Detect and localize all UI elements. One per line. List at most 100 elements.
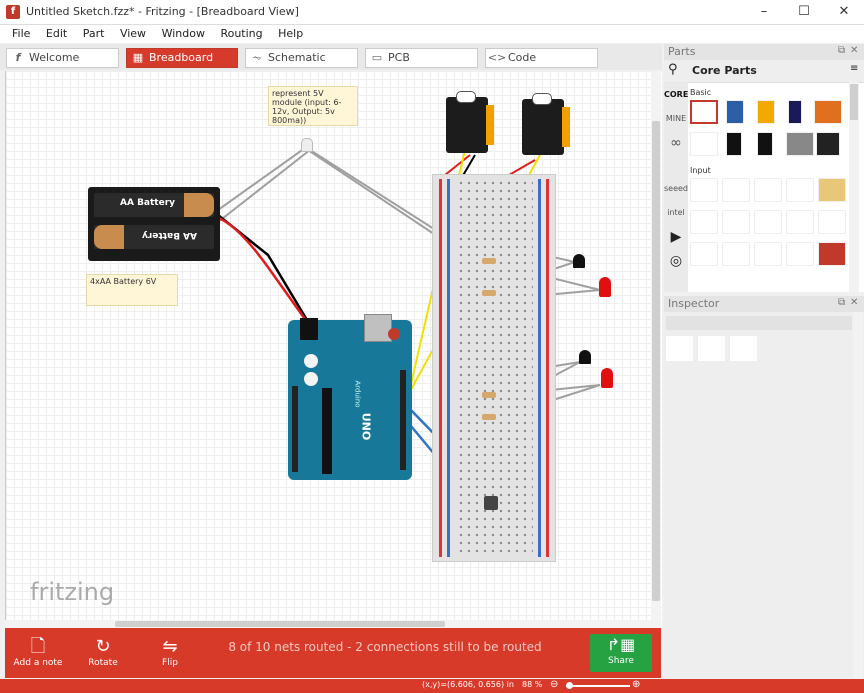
part-piezo[interactable] — [818, 178, 846, 202]
fritzing-app-icon: f — [6, 5, 20, 19]
share-button[interactable]: ↱▦ Share — [590, 634, 652, 672]
note-battery[interactable]: 4xAA Battery 6V — [86, 274, 178, 306]
part-sensor-board[interactable] — [818, 242, 846, 266]
resistor[interactable] — [482, 414, 496, 420]
part-transistor-p[interactable] — [726, 132, 742, 156]
red-led[interactable] — [599, 277, 611, 297]
minimize-button[interactable]: – — [760, 4, 768, 19]
part-diode[interactable] — [690, 132, 718, 156]
transistor[interactable] — [573, 254, 585, 268]
menu-file[interactable]: File — [12, 27, 31, 40]
close-icon[interactable]: ✕ — [850, 45, 859, 56]
bin-intel[interactable]: intel — [667, 208, 685, 217]
part-tantalum-capacitor[interactable] — [757, 100, 775, 124]
bin-lilypad-icon[interactable]: ◎ — [669, 253, 683, 269]
part-switch[interactable] — [786, 210, 814, 234]
part-reed-switch[interactable] — [722, 210, 750, 234]
bin-menu-icon[interactable]: ≡ — [850, 63, 859, 74]
part-pushbutton[interactable] — [754, 210, 782, 234]
bin-mine[interactable]: MINE — [665, 114, 687, 123]
scroll-thumb[interactable] — [115, 621, 445, 627]
transistor[interactable] — [579, 350, 591, 364]
bin-arduino[interactable]: ∞ — [670, 135, 682, 151]
tab-schematic[interactable]: ⏦Schematic — [245, 48, 358, 68]
float-icon[interactable]: ⧉ — [838, 45, 846, 56]
part-slider[interactable] — [786, 178, 814, 202]
resistor[interactable] — [482, 392, 496, 398]
zoom-out-icon[interactable]: ⊖ — [550, 679, 559, 690]
section-input: Input — [690, 166, 711, 175]
rotate-button[interactable]: ↻ Rotate — [73, 636, 133, 668]
part-voltage-regulator[interactable] — [786, 132, 814, 156]
bin-play-icon[interactable]: ▶ — [670, 229, 682, 245]
part-electrolytic-capacitor[interactable] — [788, 100, 802, 124]
part-slide-potentiometer[interactable] — [722, 178, 750, 202]
red-wire[interactable] — [217, 216, 309, 323]
arduino-brand: Arduino — [353, 380, 362, 408]
tab-breadboard[interactable]: ▦Breadboard — [126, 48, 238, 68]
arduino-label: UNO — [359, 412, 373, 441]
parts-scrollbar[interactable] — [849, 82, 859, 292]
flip-button[interactable]: ⇋ Flip — [140, 636, 200, 668]
zoom-in-icon[interactable]: ⊕ — [632, 679, 641, 690]
part-resistor[interactable] — [690, 100, 718, 124]
scroll-thumb[interactable] — [850, 84, 858, 120]
part-tilt-switch[interactable] — [818, 210, 846, 234]
bin-seeed[interactable]: seeed — [664, 184, 689, 193]
servo-motor[interactable] — [446, 91, 494, 153]
part-mystery[interactable] — [816, 132, 840, 156]
menu-routing[interactable]: Routing — [220, 27, 263, 40]
menu-part[interactable]: Part — [82, 27, 105, 40]
part-photocell[interactable] — [754, 242, 782, 266]
scroll-thumb[interactable] — [652, 121, 660, 601]
menu-help[interactable]: Help — [278, 27, 304, 40]
float-icon[interactable]: ⧉ — [838, 297, 846, 308]
header-pins — [400, 370, 406, 470]
zoom-slider[interactable] — [566, 685, 630, 687]
part-keypad[interactable] — [722, 242, 750, 266]
bin-core[interactable]: CORE — [664, 90, 689, 99]
usb-connector — [364, 314, 392, 342]
breadboard-holes — [457, 179, 533, 557]
parts-search-bar[interactable]: ⚲ Core Parts ≡ — [664, 60, 864, 83]
routing-status[interactable]: 8 of 10 nets routed - 2 connections stil… — [228, 640, 542, 654]
resistor[interactable] — [482, 258, 496, 264]
note-power-module[interactable]: represent 5V module (input: 6-12v, Outpu… — [268, 86, 358, 126]
part-rotary-encoder[interactable] — [754, 178, 782, 202]
arduino-uno[interactable]: UNO Arduino — [288, 314, 412, 480]
parts-title: Parts — [668, 45, 696, 58]
part-ceramic-capacitor[interactable] — [726, 100, 744, 124]
close-button[interactable]: ✕ — [838, 4, 850, 19]
menu-edit[interactable]: Edit — [45, 27, 68, 40]
menu-window[interactable]: Window — [161, 27, 205, 40]
part-microphone[interactable] — [690, 242, 718, 266]
white-led[interactable] — [301, 138, 313, 152]
part-transistor-n[interactable] — [757, 132, 773, 156]
tab-label: Schematic — [268, 51, 326, 64]
tab-code[interactable]: <>Code — [485, 48, 598, 68]
part-potentiometer[interactable] — [690, 178, 718, 202]
horizontal-scrollbar[interactable] — [5, 620, 651, 628]
red-led[interactable] — [601, 368, 613, 388]
battery-pack[interactable]: AA Battery AA Battery — [88, 187, 220, 261]
vertical-scrollbar[interactable] — [651, 71, 661, 628]
add-note-button[interactable]: 🗋 Add a note — [8, 636, 68, 668]
part-dip-switch[interactable] — [786, 242, 814, 266]
tab-pcb[interactable]: ▭PCB — [365, 48, 478, 68]
resistor[interactable] — [482, 290, 496, 296]
part-trimmer[interactable] — [690, 210, 718, 234]
rotate-icon: ↻ — [95, 636, 111, 657]
maximize-button[interactable]: ☐ — [798, 4, 810, 19]
inspector-title-field[interactable] — [666, 316, 852, 330]
zoom-slider-handle[interactable] — [566, 682, 573, 689]
breadboard[interactable] — [432, 174, 556, 562]
inspector-scrollbar[interactable] — [853, 312, 863, 678]
close-icon[interactable]: ✕ — [850, 297, 859, 308]
search-icon[interactable]: ⚲ — [668, 62, 678, 77]
push-button[interactable] — [484, 496, 498, 510]
part-inductor[interactable] — [814, 100, 842, 124]
menu-view[interactable]: View — [119, 27, 147, 40]
servo-motor[interactable] — [522, 93, 570, 155]
